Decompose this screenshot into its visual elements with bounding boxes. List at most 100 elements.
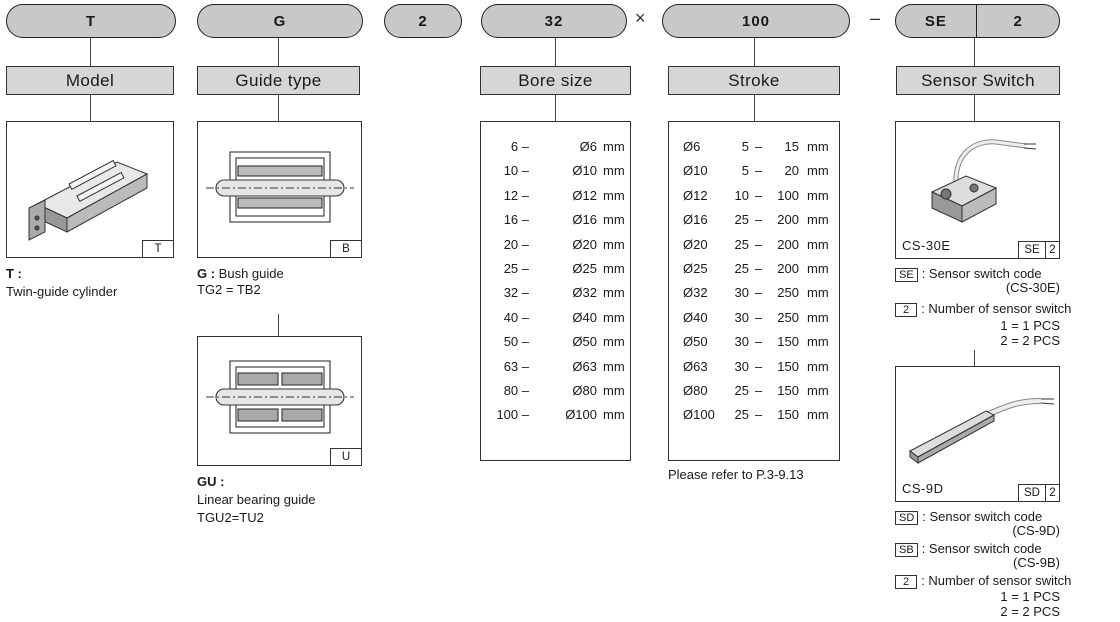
connector (555, 95, 557, 121)
bore-row-unit: mm (603, 309, 625, 325)
stroke-row-diameter: Ø40 (683, 309, 708, 325)
connector (974, 95, 976, 121)
sensor-b-count-line: 2: Number of sensor switch (895, 573, 1071, 589)
bore-row-unit: mm (603, 358, 625, 374)
sensor-cs30e-code-1: SE (1018, 241, 1046, 259)
stroke-row-max: 150 (777, 407, 799, 423)
sensor-code-left: SE (924, 12, 947, 30)
stroke-row-max: 150 (777, 383, 799, 398)
model-image-box: T (6, 121, 174, 258)
stroke-row-diameter: Ø16 (683, 212, 708, 228)
stroke-row-diameter: Ø12 (683, 187, 708, 203)
sensor-b-alt-code-model: (CS-9B) (1013, 555, 1060, 570)
bore-row-diameter: Ø6 (579, 139, 597, 154)
sensor-a-code-line: SE: Sensor switch code (895, 266, 1042, 282)
bore-size-label: Bore size (480, 66, 631, 95)
stroke-row-dash: – (755, 163, 763, 179)
sensor-a-count-line: 2: Number of sensor switch (895, 301, 1071, 317)
bore-row-unit: mm (603, 139, 625, 154)
stroke-row-dash: – (755, 309, 763, 325)
linear-guide-description: Linear bearing guide (197, 492, 316, 507)
stroke-row-min: 25 (734, 212, 749, 228)
bore-row-code: 25 – (503, 261, 529, 276)
bush-guide-code: G : (197, 266, 216, 281)
model-corner-code: T (142, 240, 174, 258)
times-separator: × (635, 8, 646, 28)
stroke-row-diameter: Ø80 (683, 383, 708, 398)
stroke-row-diameter: Ø100 (683, 407, 715, 423)
bore-row-code: 100 – (496, 407, 529, 423)
linear-bearing-guide-illustration (206, 360, 354, 434)
sensor-a-option-1: 1 = 1 PCS (1000, 318, 1060, 333)
dash-separator: – (870, 8, 881, 28)
stroke-row-unit: mm (807, 407, 829, 423)
twin-guide-cylinder-illustration (28, 159, 149, 241)
sensor-cs30e-code-2: 2 (1045, 241, 1060, 259)
sensor-b-code-line: SD: Sensor switch code (895, 509, 1042, 525)
bore-row-unit: mm (603, 212, 625, 228)
stroke-row-min: 30 (734, 358, 749, 374)
model-code-pill: T (6, 4, 176, 38)
connector (90, 38, 92, 66)
bore-row-code: 20 – (503, 236, 529, 252)
stroke-row-max: 200 (777, 212, 799, 228)
bore-row-unit: mm (603, 236, 625, 252)
connector (90, 95, 92, 121)
model-label: Model (6, 66, 174, 95)
bore-row-diameter: Ø63 (572, 358, 597, 374)
stroke-row-max: 200 (777, 261, 799, 276)
stroke-row-min: 25 (734, 407, 749, 423)
linear-guide-title: GU : (197, 474, 225, 489)
connector (555, 38, 557, 66)
digit-code-pill: 2 (384, 4, 462, 38)
bore-row-diameter: Ø50 (572, 334, 597, 350)
bore-row-unit: mm (603, 163, 625, 179)
sensor-cs9d-name: CS-9D (902, 481, 944, 496)
stroke-row-unit: mm (807, 212, 829, 228)
stroke-row-dash: – (755, 187, 763, 203)
stroke-row-dash: – (755, 285, 763, 301)
stroke-row-unit: mm (807, 139, 829, 154)
stroke-row-min: 25 (734, 383, 749, 398)
sensor-cs30e-image-box: CS-30E SE 2 (895, 121, 1060, 259)
stroke-row-min: 5 (741, 139, 749, 154)
bore-row-code: 32 – (503, 285, 529, 301)
connector (974, 38, 976, 66)
stroke-row-unit: mm (807, 334, 829, 350)
linear-guide-equivalence: TGU2=TU2 (197, 510, 264, 525)
bore-row-unit: mm (603, 285, 625, 301)
stroke-row-min: 5 (741, 163, 749, 179)
stroke-row-min: 30 (734, 334, 749, 350)
stroke-row-dash: – (755, 358, 763, 374)
sensor-code-divider (975, 5, 978, 37)
stroke-row-diameter: Ø10 (683, 163, 708, 179)
stroke-row-min: 25 (734, 236, 749, 252)
stroke-row-dash: – (755, 212, 763, 228)
sensor-cs9d-code-1: SD (1018, 484, 1046, 502)
stroke-row-max: 150 (777, 358, 799, 374)
bore-row-code: 12 – (503, 187, 529, 203)
sensor-b-alt-code-desc: : Sensor switch code (921, 541, 1042, 556)
bush-guide-corner-code: B (330, 240, 362, 258)
stroke-row-min: 30 (734, 285, 749, 301)
stroke-row-min: 10 (734, 187, 749, 203)
sensor-switch-label: Sensor Switch (896, 66, 1060, 95)
sensor-b-option-2: 2 = 2 PCS (1000, 604, 1060, 619)
bore-row-diameter: Ø10 (572, 163, 597, 179)
model-title: T : (6, 266, 22, 281)
sensor-a-code-model: (CS-30E) (1005, 280, 1060, 295)
bore-row-unit: mm (603, 261, 625, 276)
stroke-row-diameter: Ø32 (683, 285, 708, 301)
bush-guide-illustration (206, 151, 354, 223)
sensor-b-option-1: 1 = 1 PCS (1000, 589, 1060, 604)
bush-guide-equivalence: TG2 = TB2 (197, 282, 261, 297)
bush-guide-image-box: B (197, 121, 362, 258)
stroke-row-unit: mm (807, 187, 829, 203)
stroke-row-max: 15 (784, 139, 799, 154)
connector (278, 314, 280, 336)
bore-row-diameter: Ø25 (572, 261, 597, 276)
stroke-row-min: 25 (734, 261, 749, 276)
bore-row-diameter: Ø40 (572, 309, 597, 325)
bush-guide-title: G : Bush guide (197, 266, 284, 282)
